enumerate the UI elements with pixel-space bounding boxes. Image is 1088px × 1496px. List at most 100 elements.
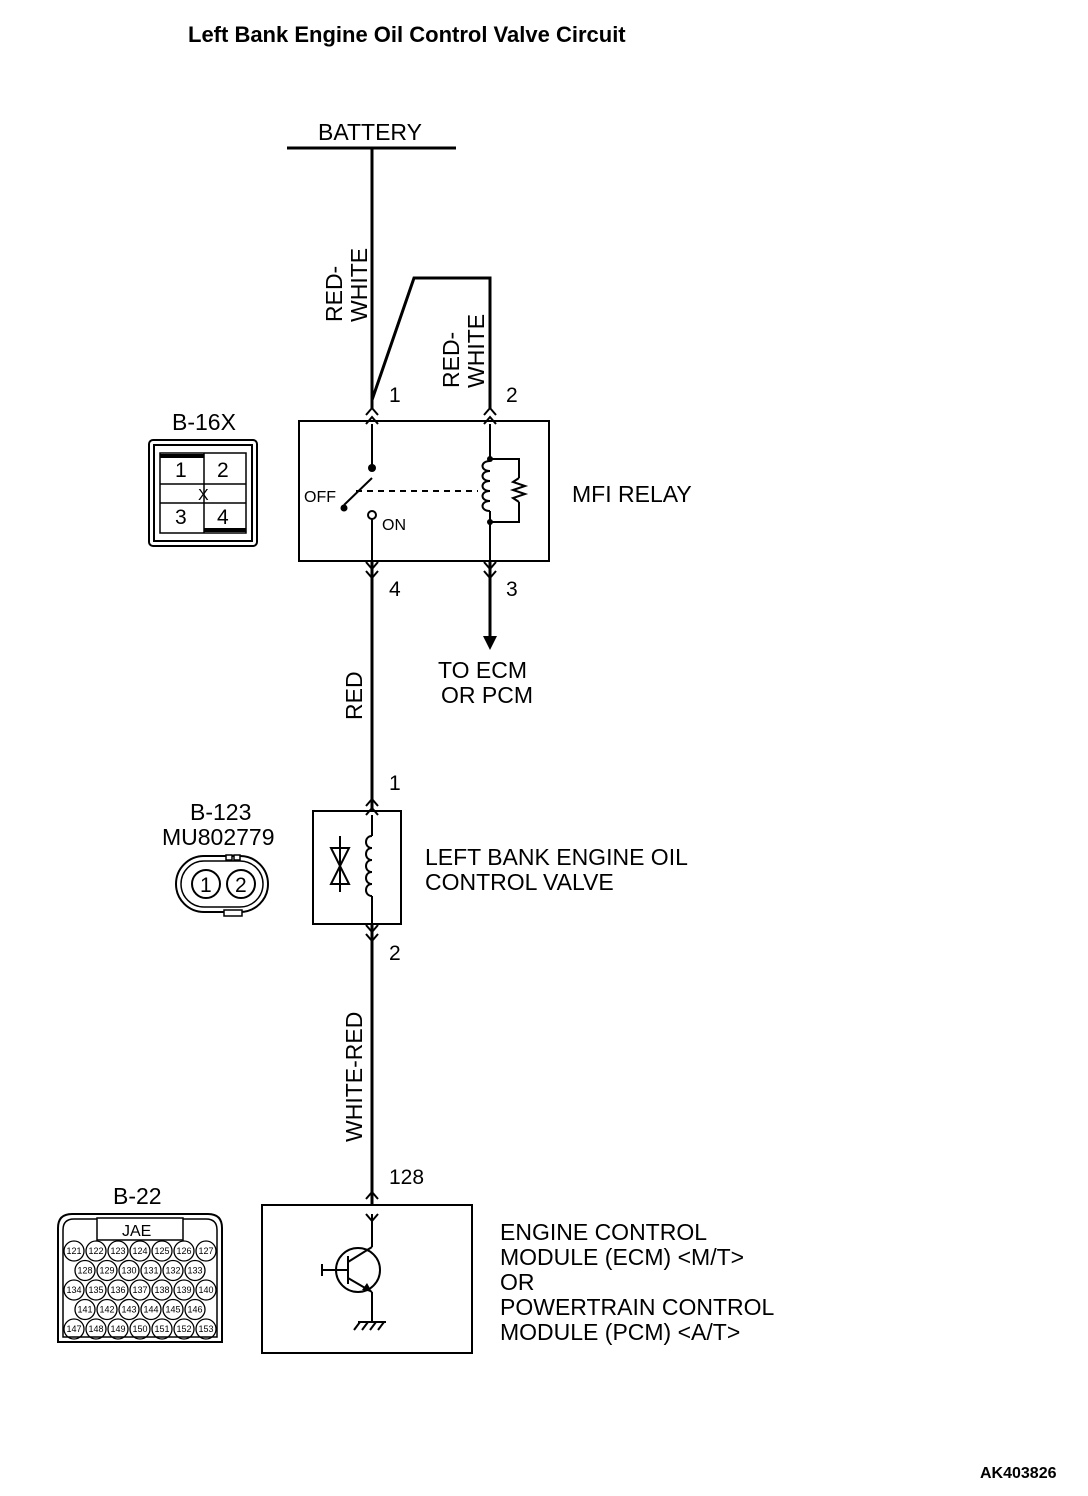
- ecm-connector-pin: 136: [110, 1285, 125, 1295]
- pin-marker: [365, 797, 379, 807]
- ecm-connector-pin-circle: [140, 1298, 162, 1321]
- ecm-connector-pin-circle: [118, 1298, 140, 1321]
- ground-hatch: [377, 1321, 385, 1331]
- relay-connector-label: B-16X: [172, 409, 236, 435]
- ecm-connector-pin: 138: [154, 1285, 169, 1295]
- wire-label-red-white-1b: WHITE: [346, 248, 372, 322]
- wire-label-red: RED: [341, 671, 367, 720]
- ecm-connector-pin-circle: [107, 1318, 129, 1340]
- relay-on-label: ON: [382, 517, 406, 534]
- ecm-connector-pin-circle: [63, 1318, 85, 1340]
- relay-on-contact: [367, 510, 377, 520]
- transistor-emitter-arrow: [362, 1283, 372, 1292]
- ecm-connector-pin: 127: [198, 1246, 213, 1256]
- ecm-connector-pin: 143: [121, 1305, 136, 1315]
- ecm-connector-pin-circle: [63, 1240, 85, 1262]
- ecm-connector-pin-circle: [195, 1240, 217, 1262]
- ecm-connector-pin-circle: [74, 1298, 96, 1321]
- figure-code: AK403826: [980, 1465, 1057, 1482]
- ecm-connector-pin: 142: [99, 1305, 114, 1315]
- relay-connector-pin: 3: [175, 506, 187, 529]
- ecm-connector-pin: 151: [154, 1324, 169, 1334]
- ecm-connector-pin-circle: [173, 1318, 195, 1340]
- ecm-connector-pin: 133: [187, 1266, 202, 1276]
- ecm-connector-pin-circle: [151, 1240, 173, 1262]
- ecm-connector-pin: 125: [154, 1246, 169, 1256]
- to-ecm-label-2: OR PCM: [441, 682, 533, 708]
- wire-label-red-white-1a: RED-: [321, 266, 347, 322]
- ecm-connector: [57, 1213, 223, 1343]
- relay-pin-1: 1: [389, 384, 401, 407]
- ecm-connector-pin-circle: [96, 1298, 118, 1321]
- wire-label-white-red: WHITE-RED: [341, 1012, 367, 1142]
- ecm-connector-pin-circle: [184, 1259, 206, 1282]
- mfi-relay-label: MFI RELAY: [572, 481, 692, 507]
- ecm-connector-pin: 134: [66, 1285, 81, 1295]
- relay-connector-pin: 1: [175, 459, 187, 482]
- ecm-connector-pin-circle: [195, 1318, 217, 1340]
- relay-switch-pivot: [340, 504, 348, 512]
- ecm-connector-pin: 150: [132, 1324, 147, 1334]
- ecm-connector-pin: 137: [132, 1285, 147, 1295]
- valve-pin-2: 2: [389, 942, 401, 965]
- ecm-connector-pin: 147: [66, 1324, 81, 1334]
- ecm-connector-pin: 153: [198, 1324, 213, 1334]
- ecm-connector-pin: 140: [198, 1285, 213, 1295]
- ecm-name-3: OR: [500, 1269, 535, 1295]
- ecm-connector-pin-circle: [195, 1279, 217, 1301]
- ground-hatch: [369, 1321, 377, 1331]
- pin-marker: [365, 806, 379, 816]
- ecm-connector-pin-circle: [173, 1240, 195, 1262]
- relay-connector-pin: 4: [217, 506, 229, 529]
- ecm-connector-pin-circle: [151, 1318, 173, 1340]
- ecm-connector-pin-circle: [129, 1318, 151, 1340]
- ecm-connector-pin-circle: [63, 1279, 85, 1301]
- oil-control-valve-box: [312, 810, 402, 925]
- relay-resistor: [509, 477, 529, 503]
- ground-hatch: [361, 1321, 369, 1331]
- ecm-connector-pin: 126: [176, 1246, 191, 1256]
- ecm-connector-pin-circle: [151, 1279, 173, 1301]
- ecm-connector-pin-circle: [74, 1259, 96, 1282]
- to-ecm-arrow-icon: [483, 636, 497, 650]
- ecm-connector-pin: 124: [132, 1246, 147, 1256]
- ecm-connector-pin: 148: [88, 1324, 103, 1334]
- relay-connector-pin: 2: [217, 459, 229, 482]
- ecm-name-5: MODULE (PCM) <A/T>: [500, 1319, 740, 1345]
- ecm-connector-pin-circle: [173, 1279, 195, 1301]
- ecm-connector-pin: 152: [176, 1324, 191, 1334]
- relay-resistor-wire: [490, 458, 520, 478]
- ecm-name-4: POWERTRAIN CONTROL: [500, 1294, 775, 1320]
- ecm-connector-pin-circle: [140, 1259, 162, 1282]
- ecm-connector-pin-circle: [96, 1259, 118, 1282]
- ecm-connector-pin-circle: [107, 1279, 129, 1301]
- ecm-connector-label: B-22: [113, 1183, 162, 1209]
- ecm-connector-pin-circle: [107, 1240, 129, 1262]
- ecm-connector-pin: 130: [121, 1266, 136, 1276]
- ecm-connector-pin: 121: [66, 1246, 81, 1256]
- ecm-connector-pin: 131: [143, 1266, 158, 1276]
- relay-pin-4: 4: [389, 578, 401, 601]
- relay-switch-contact: [368, 464, 376, 472]
- valve-connector-label: B-123: [190, 799, 251, 825]
- valve-name-1: LEFT BANK ENGINE OIL: [425, 844, 688, 870]
- battery-label: BATTERY: [318, 119, 422, 145]
- ecm-connector-pin: 141: [77, 1305, 92, 1315]
- ecm-connector-pin-circle: [118, 1259, 140, 1282]
- ecm-connector-maker: JAE: [122, 1223, 151, 1240]
- ecm-connector-pin-circle: [162, 1298, 184, 1321]
- ecm-connector-pin-circle: [85, 1240, 107, 1262]
- relay-pin-3: 3: [506, 578, 518, 601]
- relay-pin-2: 2: [506, 384, 518, 407]
- wire-label-red-white-2a: RED-: [438, 332, 464, 388]
- ecm-pin-128: 128: [389, 1166, 424, 1189]
- relay-coil: [481, 460, 491, 512]
- mfi-relay-box: [298, 420, 550, 562]
- diagram-title: Left Bank Engine Oil Control Valve Circu…: [188, 22, 626, 47]
- valve-symbol-icon: [329, 847, 351, 869]
- ecm-connector-pin: 128: [77, 1266, 92, 1276]
- valve-connector-pin: 2: [235, 874, 247, 897]
- valve-connector-part: MU802779: [162, 824, 275, 850]
